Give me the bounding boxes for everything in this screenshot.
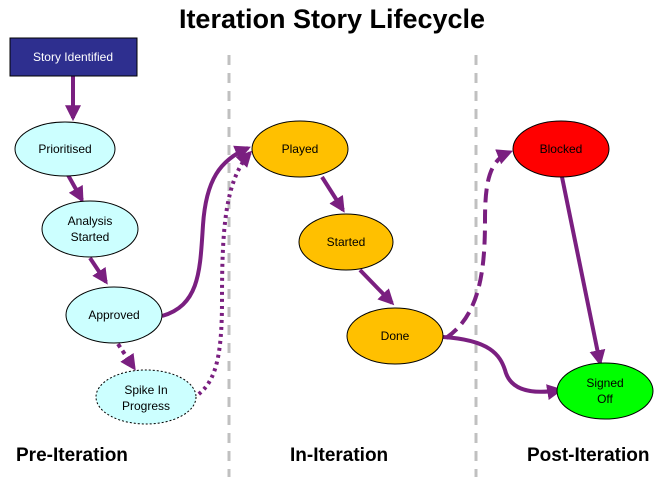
arrow-done-blocked — [444, 149, 513, 340]
label-done: Done — [381, 329, 410, 343]
label-started: Started — [327, 235, 366, 249]
arrow-blocked-signed — [560, 176, 606, 367]
arrow-done-signed — [442, 335, 564, 400]
label-analysis-line2: Started — [71, 230, 110, 244]
label-spike-line1: Spike In — [124, 383, 167, 397]
node-blocked: Blocked — [512, 120, 610, 178]
node-signed-off: Signed Off — [556, 362, 654, 420]
node-started: Started — [298, 213, 394, 271]
arrow-approved-spike — [116, 342, 136, 371]
label-played: Played — [282, 142, 319, 156]
label-signed-line1: Signed — [586, 376, 623, 390]
arrow-prioritised-analysis — [66, 174, 84, 203]
label-prioritised: Prioritised — [38, 142, 91, 156]
node-approved: Approved — [65, 286, 163, 344]
label-blocked: Blocked — [540, 142, 583, 156]
node-played: Played — [251, 120, 349, 178]
node-analysis-started: Analysis Started — [41, 200, 139, 258]
label-approved: Approved — [88, 308, 139, 322]
node-prioritised: Prioritised — [14, 121, 116, 177]
node-done: Done — [346, 307, 444, 365]
label-spike-line2: Progress — [122, 399, 170, 413]
label-signed-line2: Off — [597, 392, 613, 406]
phase-label-post-iteration: Post-Iteration — [527, 445, 650, 466]
arrow-approved-played — [161, 145, 251, 318]
diagram-title: Iteration Story Lifecycle — [178, 4, 486, 34]
arrow-spike-played — [191, 150, 253, 400]
phase-label-pre-iteration: Pre-Iteration — [16, 445, 128, 466]
label-analysis-line1: Analysis — [68, 214, 113, 228]
label-story-identified: Story Identified — [33, 50, 113, 64]
phase-label-in-iteration: In-Iteration — [290, 445, 389, 466]
node-spike-in-progress: Spike In Progress — [95, 369, 197, 425]
arrow-started-done — [358, 268, 395, 306]
arrow-analysis-approved — [88, 256, 108, 285]
node-story-identified: Story Identified — [9, 37, 138, 77]
arrow-played-started — [320, 175, 345, 213]
